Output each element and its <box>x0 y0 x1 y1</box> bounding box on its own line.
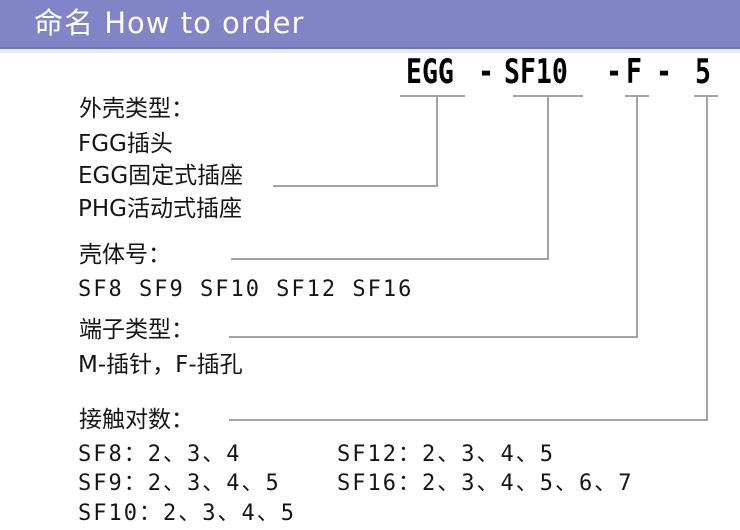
shell-size-label: 壳体号： <box>79 242 171 268</box>
part-number-separator: - <box>606 52 622 92</box>
shell-type-label: 外壳类型： <box>79 96 194 122</box>
page-title: 命名 How to order <box>34 6 305 40</box>
connector-underline-shell-type <box>400 95 465 97</box>
contact-pairs-sf10: SF10：2、3、4、5 <box>78 501 296 526</box>
contact-pairs-sf16: SF16：2、3、4、5、6、7 <box>337 471 634 496</box>
connector-horizontal-shell-size <box>231 258 549 260</box>
part-number-segment-shell-type: EGG <box>406 52 454 92</box>
shell-size-options: SF8 SF9 SF10 SF12 SF16 <box>78 277 414 302</box>
part-number-separator: - <box>656 52 672 92</box>
connector-horizontal-shell-type <box>273 185 438 187</box>
header-bar: 命名 How to order <box>0 0 740 49</box>
part-number-separator: - <box>478 52 494 92</box>
connector-vertical-terminal <box>636 95 638 338</box>
shell-type-option: EGG固定式插座 <box>78 163 244 189</box>
contact-pairs-label: 接触对数： <box>79 407 194 433</box>
connector-vertical-shell-size <box>547 95 549 260</box>
connector-horizontal-contacts <box>229 419 708 421</box>
connector-vertical-contacts <box>706 95 708 421</box>
contact-pairs-sf12: SF12：2、3、4、5 <box>337 442 555 467</box>
connector-horizontal-terminal <box>229 336 638 338</box>
terminal-type-label: 端子类型： <box>79 317 194 343</box>
header-divider <box>0 49 740 53</box>
contact-pairs-sf8: SF8：2、3、4 <box>78 442 242 467</box>
part-number-segment-shell-size: SF10 <box>504 52 568 92</box>
terminal-type-options: M-插针，F-插孔 <box>78 352 243 378</box>
shell-type-option: FGG插头 <box>78 131 173 157</box>
shell-type-option: PHG活动式插座 <box>78 196 242 222</box>
contact-pairs-sf9: SF9：2、3、4、5 <box>78 471 281 496</box>
connector-vertical-shell-type <box>436 95 438 187</box>
part-number-segment-terminal: F <box>626 52 642 92</box>
part-number-segment-contacts: 5 <box>695 52 711 92</box>
